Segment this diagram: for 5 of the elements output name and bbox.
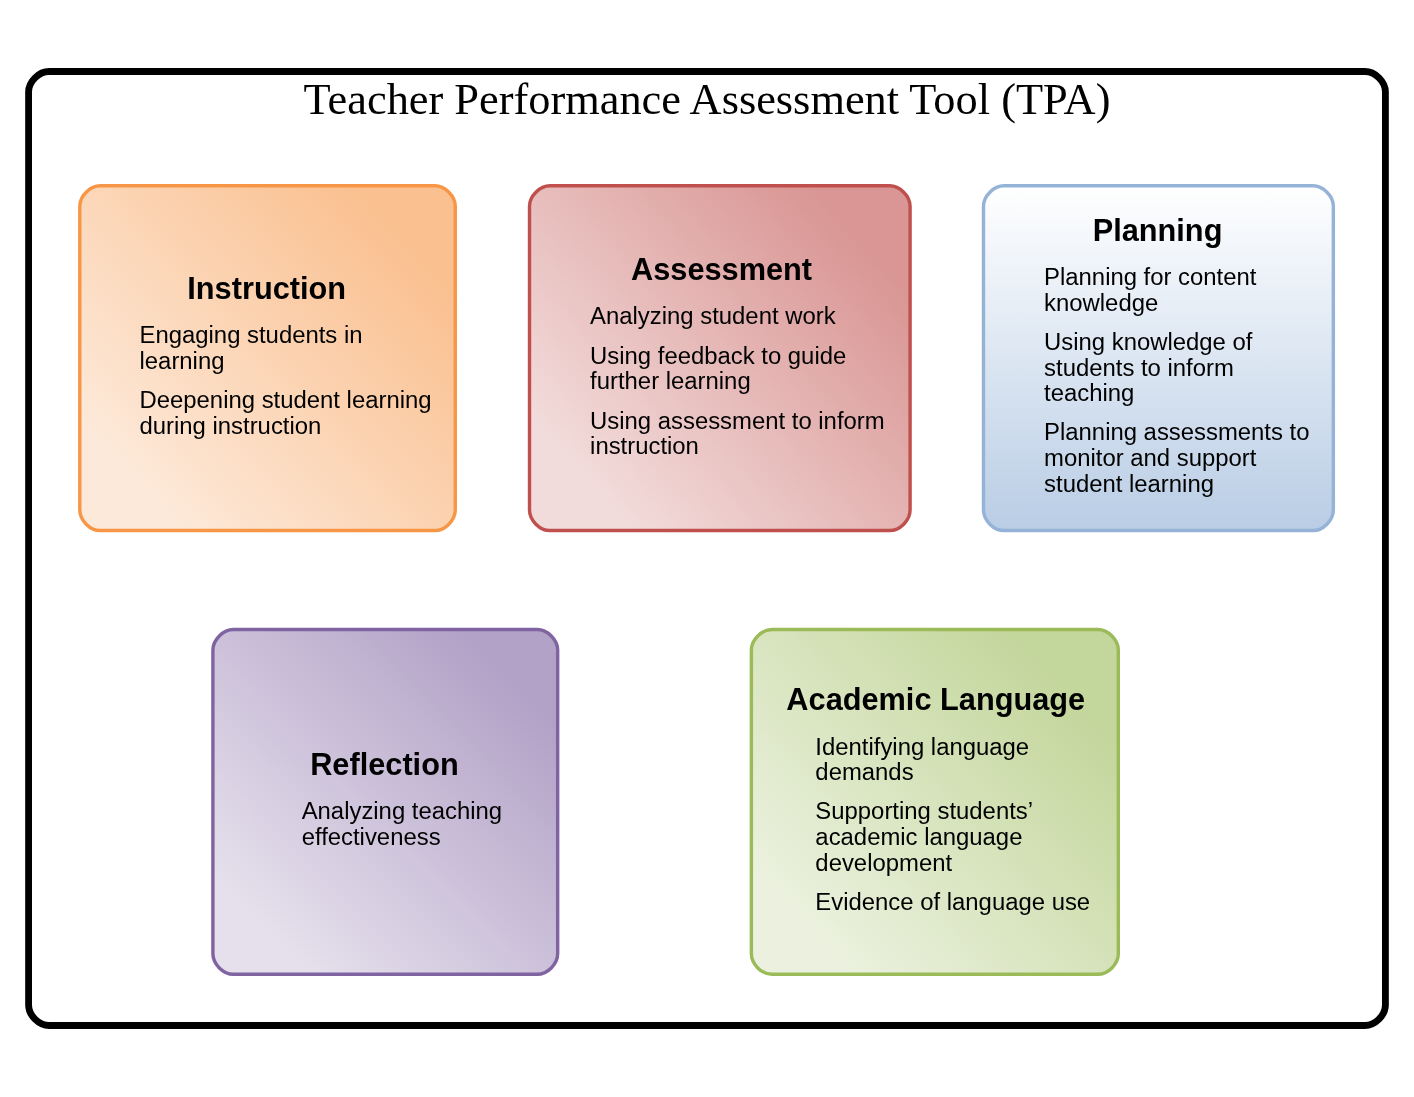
node-box: Instruction Engaging students in learning Deepening student learning during instruction bbox=[78, 184, 457, 533]
node-box: Assessment Analyzing student work Using feedback to guide further learning Using assessment to inform instruction bbox=[527, 184, 912, 533]
node-box: Reflection Analyzing teaching effectiveness bbox=[211, 627, 560, 977]
node-box: Planning Planning for content knowledge Using knowledge of students to inform teaching Planning assessments to monitor and support student learning bbox=[981, 184, 1336, 533]
node-box: Academic Language Identifying language demands Supporting students’ academic language development Evidence of language use bbox=[749, 627, 1120, 977]
